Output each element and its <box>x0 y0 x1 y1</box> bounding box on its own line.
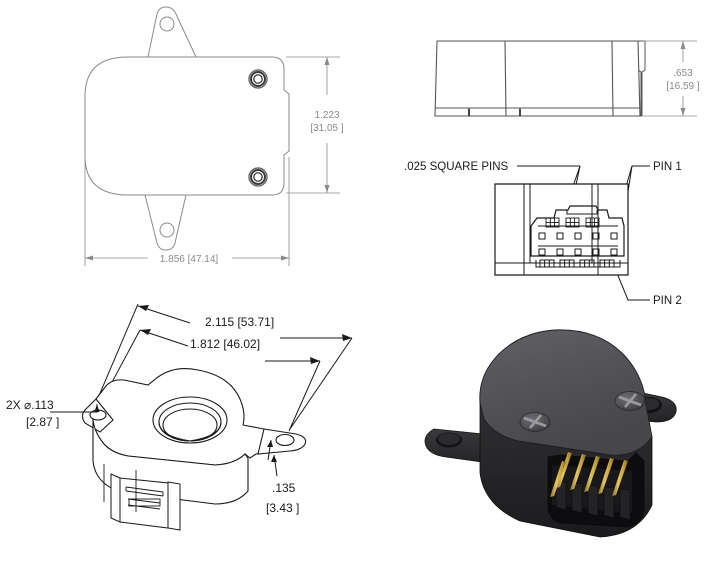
dimension-hole-diameter-line1: 2X ⌀.113 <box>6 398 54 412</box>
sensor-body-outline <box>84 56 290 196</box>
render-screw-right <box>614 391 646 411</box>
shell-top-notch <box>566 210 598 215</box>
arrow-right-2115 <box>342 334 352 341</box>
view-side-profile: .653 [16.59 ] <box>400 0 718 150</box>
callout-pin1-label: PIN 1 <box>653 161 682 173</box>
lower-mounting-hole <box>159 222 175 238</box>
dimension-thickness-bracket: [16.59 ] <box>666 81 700 92</box>
callout-square-pins-label: .025 SQUARE PINS <box>404 161 509 173</box>
view-connector-detail: .025 SQUARE PINS PIN 1 PIN 2 <box>400 148 718 313</box>
arrow-left-1812 <box>140 329 151 335</box>
arrow-left <box>85 255 93 261</box>
dimension-width <box>84 157 290 266</box>
arrow-up <box>324 57 330 65</box>
ext-line-right-2115 <box>289 337 353 430</box>
lip-dark-ticks <box>468 109 521 116</box>
ext-line-right-1812 <box>288 360 321 432</box>
iso-right-mounting-hole <box>275 433 295 447</box>
connector-tab-inner <box>637 69 642 116</box>
upper-mounting-hole <box>159 16 175 32</box>
view-shaded-render <box>400 305 718 571</box>
lower-mounting-ear <box>144 194 187 251</box>
arrow-left-2115 <box>138 305 149 311</box>
callout-pin2-label: PIN 2 <box>653 295 682 307</box>
view-top-outline: 1.223 [31.05 ] 1.856 [47.14] <box>0 0 360 286</box>
connector-shell-outline <box>530 205 625 257</box>
dimension-hole-spacing-label: 1.812 [46.02] <box>190 337 260 351</box>
dimension-height-bracket: [31.05 ] <box>310 123 344 134</box>
arrow-flange-down <box>271 455 277 462</box>
arrow-flange-up <box>267 440 273 447</box>
dimension-width-label: 1.856 [47.14] <box>160 254 219 265</box>
iso-connector-recess <box>110 473 181 531</box>
dimension-thickness-primary: .653 <box>673 68 693 79</box>
iso-center-bore <box>152 396 228 444</box>
screw-boss-lower <box>248 167 268 187</box>
arrow-up <box>680 41 686 49</box>
side-body-outline <box>434 40 641 117</box>
dimension-flange-thickness-line2: [3.43 ] <box>266 501 299 515</box>
render-gold-pins <box>550 452 628 497</box>
arrow-hole-dia <box>94 404 100 412</box>
dimension-overall-length <box>97 303 353 430</box>
connector-latch-band <box>535 259 621 268</box>
pin-row-upper <box>545 217 600 228</box>
dimension-flange-thickness <box>267 439 278 477</box>
dimension-flange-thickness-line1: .135 <box>272 481 296 495</box>
ext-line-left-2115 <box>97 303 139 399</box>
dimension-height-primary: 1.223 <box>314 110 339 121</box>
connector-housing-outer <box>494 183 629 276</box>
arrow-right <box>281 255 289 261</box>
partition-line-1 <box>504 40 507 117</box>
dimension-hole-diameter-line2: [2.87 ] <box>26 415 59 429</box>
view-isometric-line: 2.115 [53.71] 1.812 [46.02] <box>0 286 380 571</box>
screw-boss-upper <box>248 69 268 89</box>
arrow-down <box>324 185 330 193</box>
render-connector-fins <box>555 480 631 521</box>
dimension-thickness <box>643 40 697 117</box>
iso-top-face <box>92 368 285 466</box>
dimension-height <box>286 56 340 194</box>
iso-connector-pins <box>125 486 164 510</box>
square-pins-row-1 <box>538 232 618 240</box>
arrow-right-1812 <box>310 357 320 364</box>
upper-mounting-ear <box>147 6 197 58</box>
arrow-down <box>680 108 686 116</box>
square-pins-row-2 <box>538 248 618 256</box>
partition-line-2 <box>611 40 614 117</box>
dimension-overall-length-label: 2.115 [53.71] <box>205 315 274 329</box>
dimension-hole-diameter <box>50 404 100 413</box>
render-screw-left <box>519 412 551 432</box>
